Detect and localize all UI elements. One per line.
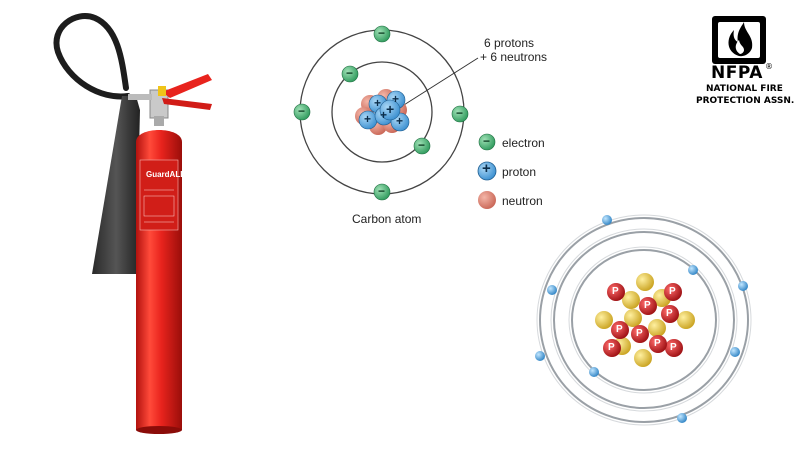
electron-symbol: − (378, 26, 386, 40)
electron-symbol: − (378, 184, 386, 198)
proton-symbol: + (374, 96, 382, 110)
extinguisher-brand-label: GuardALL (146, 170, 186, 179)
electron (730, 347, 740, 357)
proton-letter: P (612, 286, 619, 297)
neutron (677, 311, 695, 329)
proton (607, 283, 625, 301)
proton-symbol: + (386, 101, 395, 117)
legend-proton-icon (477, 161, 497, 181)
flame-icon (728, 22, 753, 57)
proton-letter: P (666, 308, 673, 319)
electron (373, 25, 391, 43)
proton (664, 283, 682, 301)
neutron (636, 273, 654, 291)
proton-letter: P (616, 324, 623, 335)
electron (688, 265, 698, 275)
legend-proton-symbol: + (482, 160, 491, 177)
proton-letter: P (669, 286, 676, 297)
proton-letter: P (670, 342, 677, 353)
proton (639, 297, 657, 315)
electron (451, 105, 469, 123)
electron (547, 285, 557, 295)
carbon-atom-caption: Carbon atom (352, 212, 422, 226)
electron-symbol: − (456, 106, 464, 120)
neutron (634, 349, 652, 367)
hose (53, 13, 131, 100)
handle-lever (162, 74, 212, 98)
instruction-label (139, 159, 179, 231)
atom2-nucleus (595, 273, 695, 367)
nucleus-callout-line (395, 57, 479, 111)
nfpa-registered-mark: ® (765, 62, 773, 71)
legend-electron-icon (478, 133, 496, 151)
proton-letter: P (608, 342, 615, 353)
nfpa-abbr: NFPA (711, 63, 763, 83)
orbit-middle (553, 231, 735, 409)
legend-proton-label: proton (502, 165, 537, 179)
nfpa-line2: PROTECTION ASSN. (696, 96, 795, 106)
orbit-inner (571, 249, 717, 391)
nfpa-line1: NATIONAL FIRE (706, 84, 783, 94)
nucleus-callout-protons: 6 protons (484, 36, 535, 50)
proton-symbol: + (364, 112, 372, 126)
legend-electron-symbol: − (483, 134, 491, 148)
proton-letter: P (636, 328, 643, 339)
inner-orbit (331, 61, 433, 163)
electron (293, 103, 311, 121)
proton (649, 335, 667, 353)
electron (738, 281, 748, 291)
proton (631, 325, 649, 343)
neutron (622, 291, 640, 309)
carbon-nucleus (355, 89, 410, 135)
electron-symbol: − (346, 66, 354, 80)
neutron (595, 311, 613, 329)
electron (589, 367, 599, 377)
electron (677, 413, 687, 423)
proton (665, 339, 683, 357)
legend-electron-label: electron (502, 136, 545, 150)
neutron (648, 319, 666, 337)
nucleus-callout-neutrons: + 6 neutrons (480, 50, 548, 64)
proton (611, 321, 629, 339)
proton-letter: P (654, 338, 661, 349)
neutron (624, 309, 642, 327)
legend-neutron-icon (478, 191, 496, 209)
electron (535, 351, 545, 361)
legend-neutron-label: neutron (502, 194, 543, 208)
electron (602, 215, 612, 225)
proton-symbol: + (396, 114, 404, 128)
proton (661, 305, 679, 323)
electron (373, 183, 391, 201)
electron-symbol: − (298, 104, 306, 118)
proton (379, 99, 401, 121)
orbit-outer (539, 217, 749, 423)
electron-symbol: − (418, 138, 426, 152)
proton-symbol: + (380, 108, 388, 122)
proton-symbol: + (392, 92, 400, 106)
proton (603, 339, 621, 357)
proton-letter: P (644, 300, 651, 311)
electron (341, 65, 359, 83)
discharge-horn (92, 96, 140, 274)
atom2-electrons (535, 215, 748, 423)
electron (413, 137, 431, 155)
